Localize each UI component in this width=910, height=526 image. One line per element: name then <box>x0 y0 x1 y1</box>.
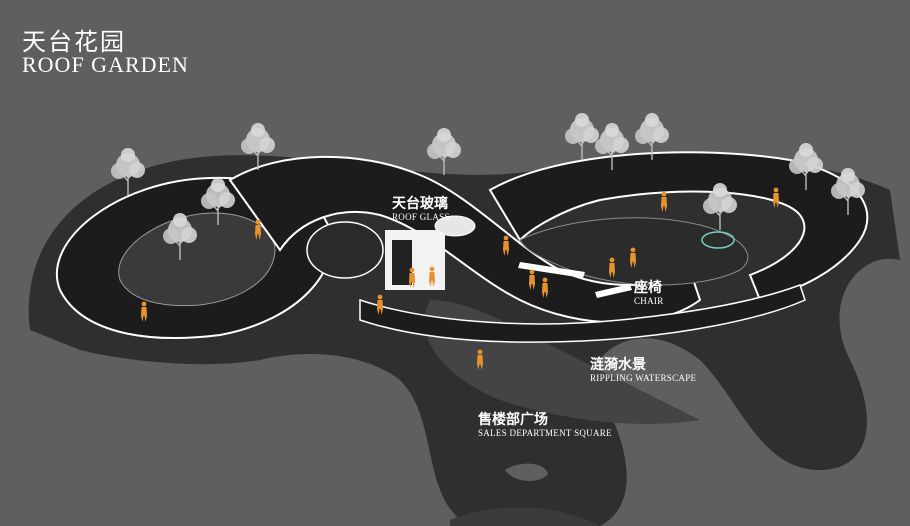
label-waterscape-cn: 涟漪水景 <box>590 357 646 373</box>
label-roof-glass-en: ROOF GLASS <box>392 212 450 223</box>
label-waterscape: 涟漪水景 RIPPLING WATERSCAPE <box>590 357 696 383</box>
label-sales-square: 售楼部广场 SALES DEPARTMENT SQUARE <box>478 412 612 438</box>
label-chair-cn: 座椅 <box>634 280 662 296</box>
label-chair: 座椅 CHAIR <box>634 280 664 306</box>
label-waterscape-en: RIPPLING WATERSCAPE <box>590 373 697 384</box>
page-title-cn: 天台花园 <box>22 28 126 56</box>
page-title-en: ROOF GARDEN <box>22 52 189 77</box>
label-chair-en: CHAIR <box>634 296 664 307</box>
label-roof-glass: 天台玻璃 ROOF GLASS <box>392 196 450 222</box>
roof-deck <box>56 151 869 343</box>
label-sales-square-en: SALES DEPARTMENT SQUARE <box>478 428 612 439</box>
label-sales-square-cn: 售楼部广场 <box>478 412 548 428</box>
label-roof-glass-cn: 天台玻璃 <box>392 196 448 212</box>
